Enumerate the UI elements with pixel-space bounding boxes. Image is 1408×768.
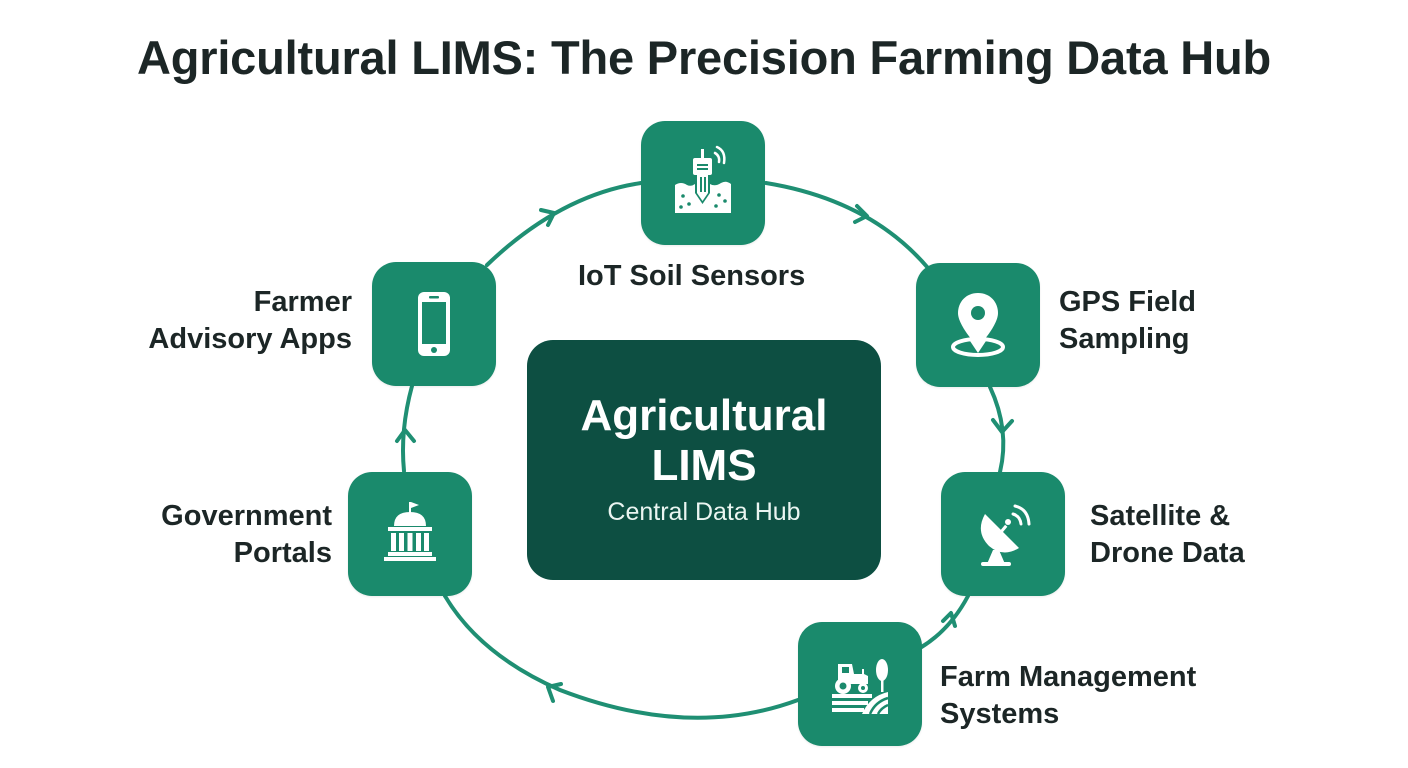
label-government-portals: Government Portals — [161, 500, 332, 569]
page-title: Agricultural LIMS: The Precision Farming… — [136, 31, 1271, 84]
node-farm-management-systems[interactable] — [798, 622, 922, 746]
hub-title-line1: Agricultural — [580, 391, 828, 440]
arrow-icon — [539, 208, 556, 227]
node-satellite-drone-data[interactable] — [941, 472, 1065, 596]
label-satellite-drone-data: Satellite & Drone Data — [1090, 500, 1245, 569]
label-iot-soil-sensors: IoT Soil Sensors — [578, 260, 806, 292]
arrow-icon — [546, 682, 563, 703]
central-hub[interactable]: Agricultural LIMS Central Data Hub — [527, 340, 881, 580]
soil-sensor-icon — [675, 145, 731, 213]
label-farmer-advisory-apps: Farmer Advisory Apps — [148, 286, 352, 355]
government-building-icon — [384, 502, 436, 561]
node-gps-field-sampling[interactable] — [916, 263, 1040, 387]
map-pin-icon — [951, 293, 1005, 357]
hub-subtitle: Central Data Hub — [607, 498, 801, 526]
arrow-icon — [991, 418, 1014, 434]
hub-title-line2: LIMS — [651, 441, 757, 490]
tractor-field-icon — [832, 659, 889, 715]
arrow-icon — [395, 428, 416, 443]
smartphone-icon — [418, 292, 450, 356]
arrow-icon — [941, 611, 957, 628]
node-government-portals[interactable] — [348, 472, 472, 596]
satellite-dish-icon — [980, 504, 1031, 566]
label-gps-field-sampling: GPS Field Sampling — [1059, 286, 1196, 355]
node-iot-soil-sensors[interactable] — [641, 121, 765, 245]
node-farmer-advisory-apps[interactable] — [372, 262, 496, 386]
arrow-icon — [853, 204, 869, 224]
label-farm-management-systems: Farm Management Systems — [940, 661, 1197, 730]
